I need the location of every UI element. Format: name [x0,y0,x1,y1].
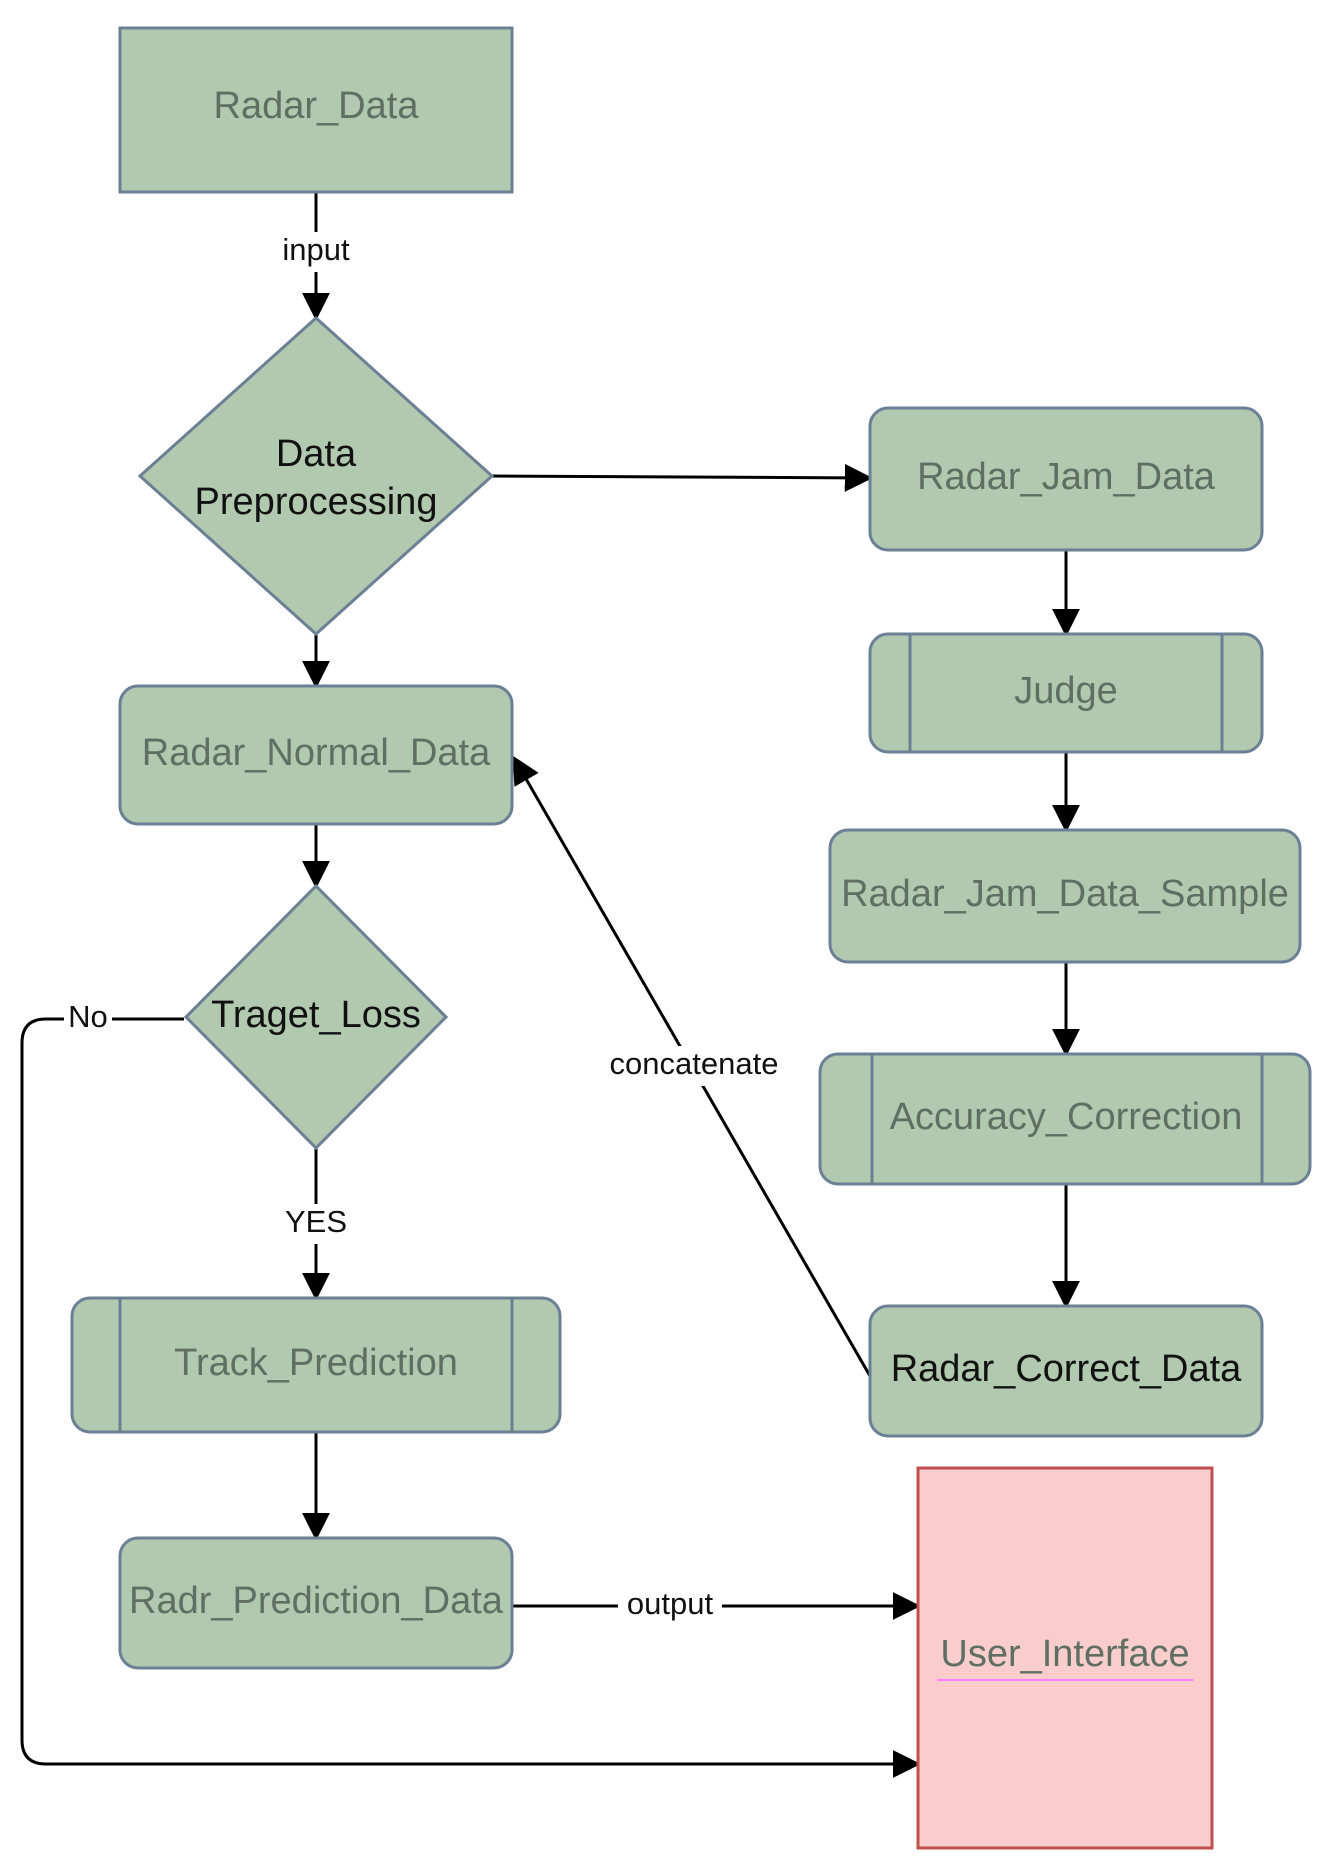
edge-label-yes: YES [285,1204,347,1239]
nodes: Radar_Data Data Preprocessing Radar_Jam_… [70,26,1312,1850]
radar-jam-data-sample-label: Radar_Jam_Data_Sample [841,873,1289,915]
edge-no [20,1017,921,1778]
edge-label-concatenate: concatenate [610,1046,779,1081]
track-prediction-node [70,1296,562,1434]
radar-correct-data-label: Radar_Correct_Data [891,1348,1242,1390]
radar-jam-data-sample-node [828,828,1302,964]
accuracy-correction-node [818,1052,1312,1186]
radar-normal-data-label: Radar_Normal_Data [142,732,491,774]
data-preprocessing-label-line1: Data [276,433,357,475]
judge-label: Judge [1014,670,1118,712]
accuracy-correction-label: Accuracy_Correction [890,1096,1243,1138]
edges [20,192,1080,1778]
edge-preprocessing-to-jam-data [491,463,873,492]
radar-jam-data-node [868,406,1264,552]
traget-loss-label: Traget_Loss [211,994,421,1036]
track-prediction-label: Track_Prediction [174,1342,458,1384]
radar-jam-data-label: Radar_Jam_Data [917,456,1216,498]
edge-label-no: No [68,999,108,1034]
traget-loss-node [183,883,449,1151]
edge-labels: input No concatenate YES output [68,232,778,1621]
edge-label-output: output [627,1586,714,1621]
judge-node [868,632,1264,754]
data-preprocessing-node [137,315,495,637]
radr-prediction-data-node [118,1536,514,1670]
edge-label-input: input [282,232,350,267]
radar-data-node [118,26,514,194]
radar-data-label: Radar_Data [214,85,420,127]
edge-label-backgrounds [64,232,796,1626]
user-interface-node [916,1466,1214,1850]
user-interface-label: User_Interface [940,1633,1189,1675]
radr-prediction-data-label: Radr_Prediction_Data [129,1580,504,1622]
data-preprocessing-label-line2: Preprocessing [195,481,438,523]
radar-correct-data-node [868,1304,1264,1438]
radar-normal-data-node [118,684,514,826]
